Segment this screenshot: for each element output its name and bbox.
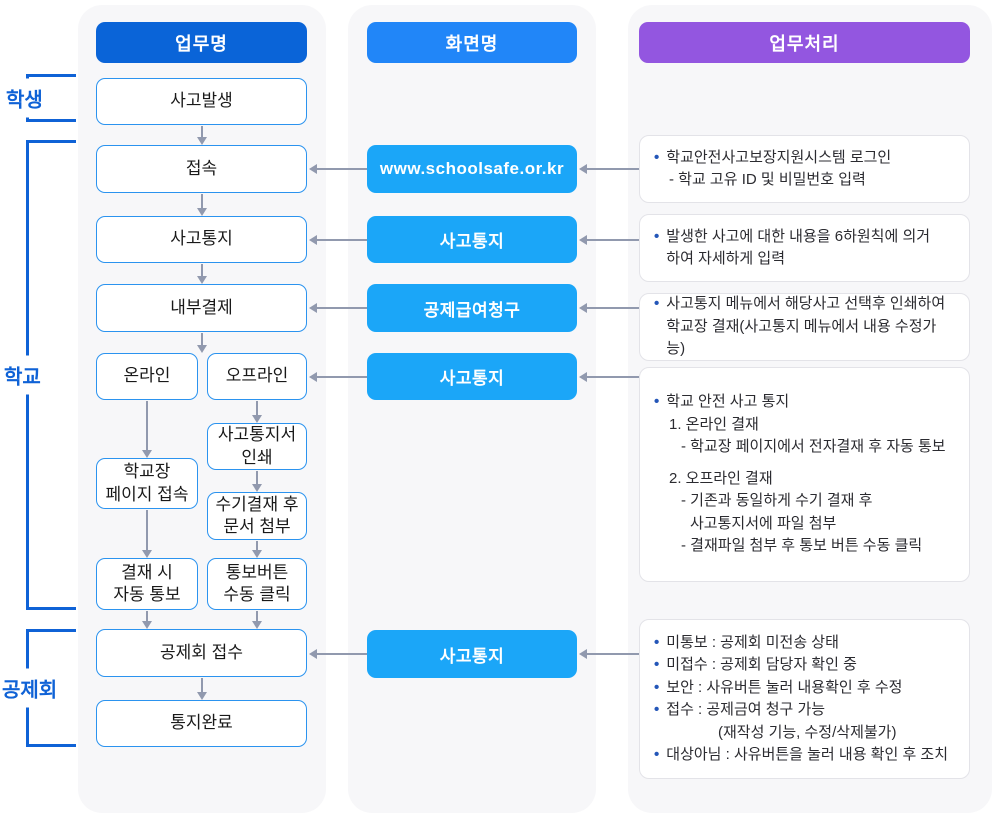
arrow-left-icon — [309, 649, 367, 659]
arrow-down-icon — [142, 401, 152, 458]
screens-column-panel — [348, 5, 596, 813]
bullet-icon — [654, 654, 666, 677]
bracket-school: 학교 — [3, 140, 76, 610]
bullet-icon — [654, 744, 666, 767]
arrow-down-icon — [142, 611, 152, 629]
arrow-left-icon — [309, 372, 367, 382]
info-box-login: 학교안전사고보장지원시스템 로그인 - 학교 고유 ID 및 비밀번호 입력 — [639, 135, 970, 203]
info-box-notice-entry: 발생한 사고에 대한 내용을 6하원칙에 의거 하여 자세하게 입력 — [639, 214, 970, 282]
spacer — [654, 459, 955, 468]
info-box-approval-methods: 학교 안전 사고 통지 1. 온라인 결재 - 학교장 페이지에서 전자결재 후… — [639, 367, 970, 582]
flow-box-principal-page: 학교장 페이지 접속 — [96, 458, 198, 509]
arrow-down-icon — [197, 678, 207, 700]
processing-column-header: 업무처리 — [639, 22, 970, 63]
flow-box-accident-notice: 사고통지 — [96, 216, 307, 263]
arrow-down-icon — [252, 471, 262, 492]
screen-box-accident-notice-1: 사고통지 — [367, 216, 577, 263]
arrow-down-icon — [252, 401, 262, 423]
arrow-left-icon — [579, 303, 639, 313]
bracket-association: 공제회 — [1, 629, 76, 747]
bullet-icon — [654, 147, 666, 170]
bullet-icon — [654, 632, 666, 655]
screen-box-accident-notice-3: 사고통지 — [367, 630, 577, 678]
bullet-icon — [654, 226, 666, 271]
flow-box-notice-complete: 통지완료 — [96, 700, 307, 747]
flow-box-manual-click: 통보버튼 수동 클릭 — [207, 558, 307, 610]
arrow-left-icon — [579, 372, 639, 382]
flow-box-accident: 사고발생 — [96, 78, 307, 125]
bracket-student: 학생 — [5, 74, 76, 122]
info-box-print-approval: 사고통지 메뉴에서 해당사고 선택후 인쇄하여 학교장 결재(사고통지 메뉴에서… — [639, 293, 970, 361]
bracket-student-label: 학생 — [5, 78, 44, 118]
arrow-left-icon — [309, 235, 367, 245]
arrow-down-icon — [142, 510, 152, 558]
flow-box-online: 온라인 — [96, 353, 198, 400]
tasks-column-header: 업무명 — [96, 22, 307, 63]
flow-box-offline: 오프라인 — [207, 353, 307, 400]
arrow-left-icon — [579, 649, 639, 659]
arrow-down-icon — [197, 126, 207, 145]
arrow-down-icon — [197, 333, 207, 353]
bullet-icon — [654, 677, 666, 700]
arrow-down-icon — [252, 611, 262, 629]
arrow-down-icon — [197, 264, 207, 284]
bracket-school-label: 학교 — [3, 355, 42, 395]
bullet-icon — [654, 391, 666, 414]
bullet-icon — [654, 699, 666, 722]
flow-box-print-notice: 사고통지서 인쇄 — [207, 423, 307, 470]
screen-box-benefit-claim: 공제급여청구 — [367, 284, 577, 332]
info-box-status-legend: 미통보 : 공제회 미전송 상태 미접수 : 공제회 담당자 확인 중 보안 :… — [639, 619, 970, 779]
arrow-down-icon — [197, 194, 207, 216]
screens-column-header: 화면명 — [367, 22, 577, 63]
flow-box-association-receipt: 공제회 접수 — [96, 629, 307, 677]
flow-box-manual-approval: 수기결재 후 문서 첨부 — [207, 492, 307, 540]
arrow-left-icon — [579, 164, 639, 174]
arrow-left-icon — [579, 235, 639, 245]
arrow-left-icon — [309, 164, 367, 174]
bullet-icon — [654, 293, 666, 361]
arrow-down-icon — [252, 541, 262, 558]
screen-box-website: www.schoolsafe.or.kr — [367, 145, 577, 193]
arrow-left-icon — [309, 303, 367, 313]
flow-box-internal-approval: 내부결제 — [96, 284, 307, 332]
flow-box-auto-notify: 결재 시 자동 통보 — [96, 558, 198, 610]
flow-box-connect: 접속 — [96, 145, 307, 193]
bracket-association-label: 공제회 — [1, 668, 59, 708]
screen-box-accident-notice-2: 사고통지 — [367, 353, 577, 400]
